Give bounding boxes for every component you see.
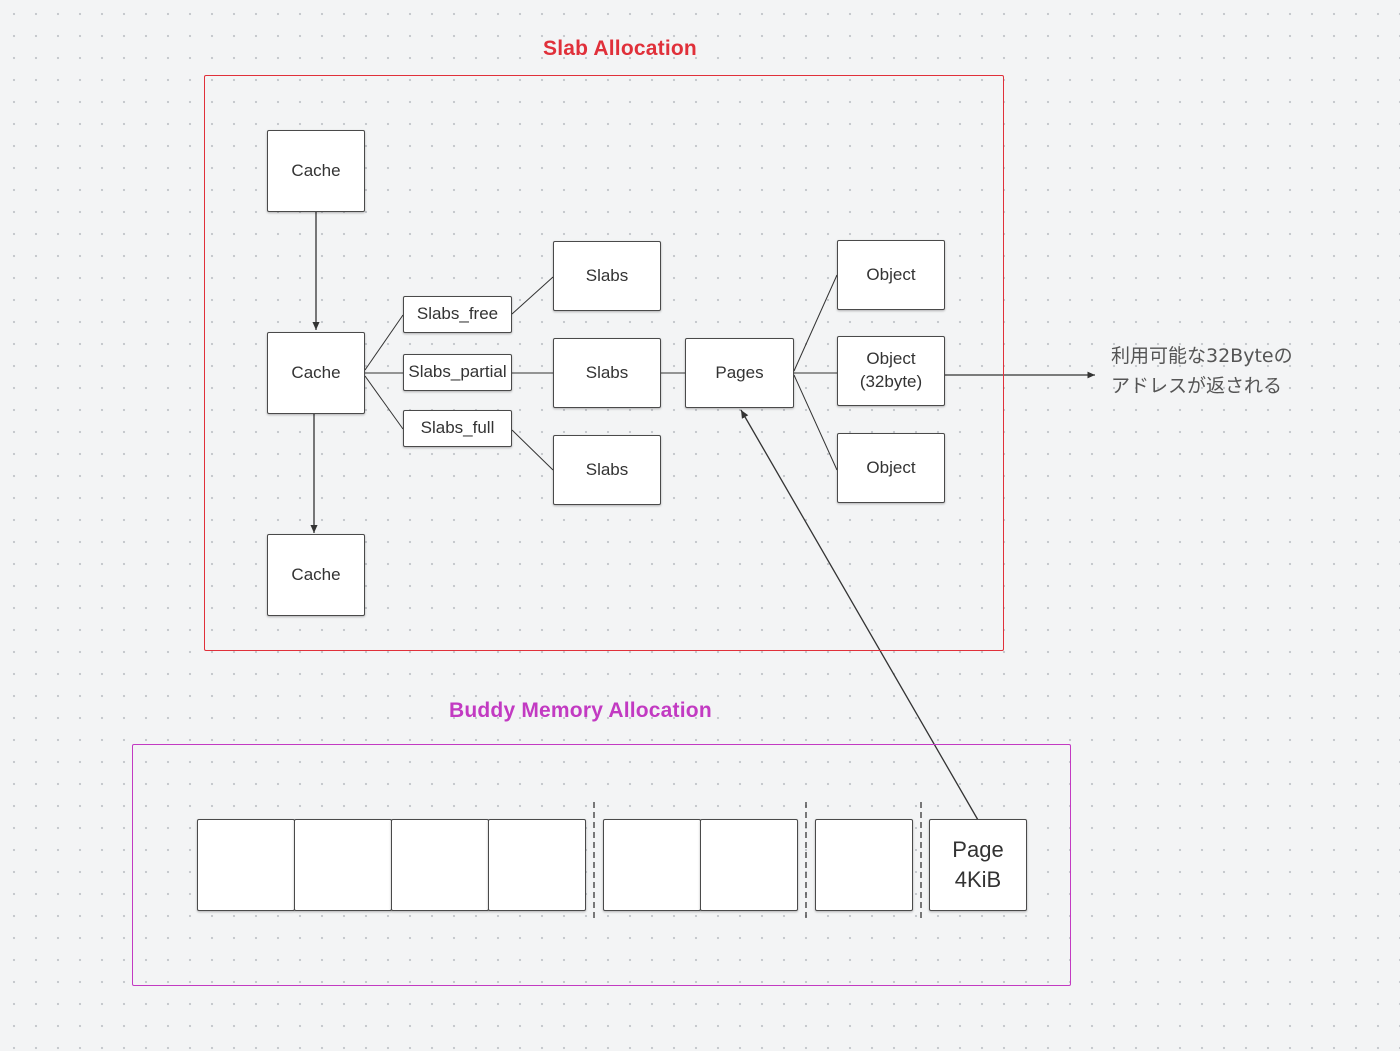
slab-allocation-title: Slab Allocation [543,37,697,60]
buddy-allocation-title: Buddy Memory Allocation [449,699,712,722]
buddy-allocation-frame [132,744,1071,986]
object-box-bottom[interactable]: Object [837,433,945,503]
buddy-block[interactable] [488,819,586,911]
pages-to-object-bottom-connector [793,374,838,471]
buddy-block[interactable] [700,819,798,911]
slabs-full-to-slabs-connector [511,429,554,471]
page-to-pages-arrow [740,409,979,821]
slabs-free-to-slabs-connector [511,276,554,315]
cache-box-middle[interactable]: Cache [267,332,365,414]
object-box-top[interactable]: Object [837,240,945,310]
slabs-box-partial[interactable]: Slabs [553,338,661,408]
pages-box[interactable]: Pages [685,338,794,408]
page-4kib-block[interactable]: Page 4KiB [929,819,1027,911]
buddy-block[interactable] [391,819,489,911]
cache-box-bottom[interactable]: Cache [267,534,365,616]
slabs-full-list[interactable]: Slabs_full [403,410,512,447]
cache-to-slabs-free-connector [364,314,404,371]
cache-to-slabs-full-connector [364,375,404,430]
buddy-block[interactable] [197,819,295,911]
slabs-box-full[interactable]: Slabs [553,435,661,505]
object-box-32byte[interactable]: Object (32byte) [837,336,945,406]
pages-to-object-top-connector [793,274,838,372]
slab-allocation-frame [204,75,1004,651]
cache-box-top[interactable]: Cache [267,130,365,212]
returned-address-note: 利用可能な32Byteの アドレスが返される [1111,345,1293,397]
slabs-free-list[interactable]: Slabs_free [403,296,512,333]
buddy-block[interactable] [294,819,392,911]
buddy-block[interactable] [603,819,701,911]
buddy-block[interactable] [815,819,913,911]
slabs-box-free[interactable]: Slabs [553,241,661,311]
slabs-partial-list[interactable]: Slabs_partial [403,354,512,391]
